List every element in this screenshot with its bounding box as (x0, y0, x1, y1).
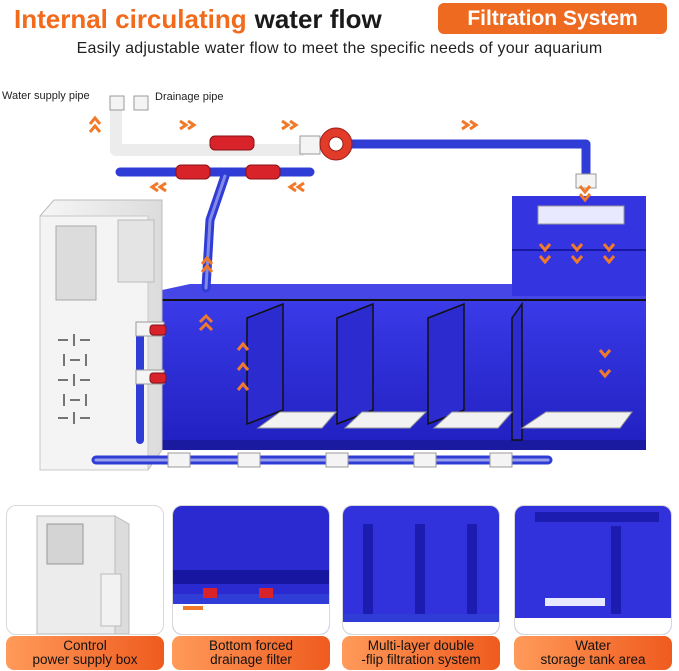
caption-control-box: Control power supply box (6, 636, 164, 670)
caption-filtration-system: Multi-layer double -flip filtration syst… (342, 636, 500, 670)
detail-water-storage (514, 505, 672, 635)
detail-bottom-drainage (172, 505, 330, 635)
filter-plates (256, 411, 633, 429)
headline-accent: Internal circulating (14, 3, 247, 34)
valve-icon (149, 135, 281, 384)
detail-control-box (6, 505, 164, 635)
caption-line: storage tank area (540, 652, 646, 667)
caption-line: Water (575, 638, 611, 653)
headline: Internal circulating water flow (14, 2, 382, 36)
caption-drainage-filter: Bottom forced drainage filter (172, 636, 330, 670)
caption-line: drainage filter (210, 652, 292, 667)
filtration-system-badge: Filtration System (438, 3, 667, 34)
caption-storage-tank: Water storage tank area (514, 636, 672, 670)
caption-line: -flip filtration system (361, 652, 481, 667)
caption-line: Multi-layer double (367, 638, 475, 653)
storage-tray (537, 205, 625, 225)
detail-multi-layer-filter (342, 505, 500, 635)
drainage-pipe-label: Drainage pipe (155, 91, 224, 103)
filter-partitions (246, 301, 523, 441)
subheadline: Easily adjustable water flow to meet the… (76, 40, 603, 57)
aquarium-filtration-illustration (39, 95, 646, 471)
vent-grille-icon (58, 334, 90, 424)
caption-line: power supply box (32, 652, 138, 667)
caption-line: Bottom forced (208, 638, 294, 653)
pump-icon (319, 127, 353, 161)
chevron-arrow-icon (88, 115, 616, 391)
control-power-supply-box (39, 199, 163, 471)
caption-line: Control (63, 638, 107, 653)
headline-dark: water flow (254, 3, 382, 34)
water-supply-pipe-label: Water supply pipe (2, 90, 90, 102)
